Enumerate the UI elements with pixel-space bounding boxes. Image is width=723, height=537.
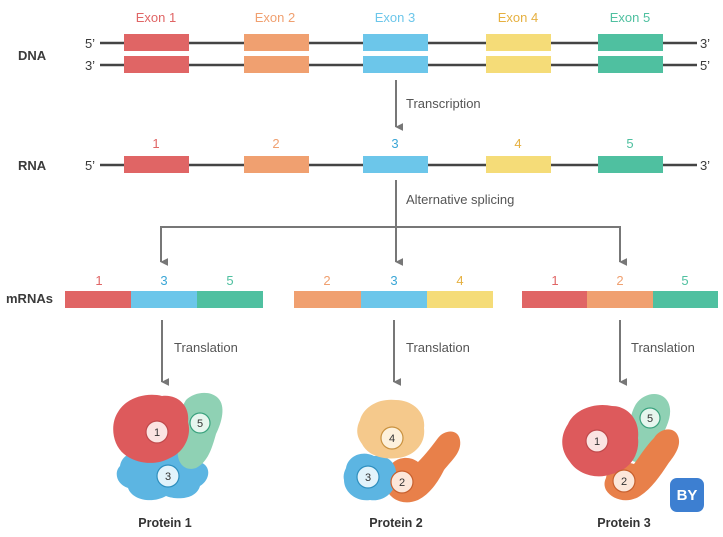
dna-exon-5-label: Exon 5: [610, 10, 650, 25]
mrna-1-exon-3: [131, 291, 197, 308]
translation-arrows: [161, 320, 628, 386]
mrna-3-exon-1: [522, 291, 587, 308]
protein-1-domain-label-1: 1: [154, 427, 160, 439]
translation-label-3: Translation: [631, 340, 695, 355]
splicing-label: Alternative splicing: [406, 192, 514, 207]
mrna-3-exon-label-3: 5: [681, 273, 688, 288]
rna-right-end: 3’: [700, 158, 710, 173]
translation-label-1: Translation: [174, 340, 238, 355]
protein-1-domain-label-2: 5: [197, 418, 203, 430]
dna-top-exon-1: [124, 34, 189, 51]
rna-exon-labels: 1 2 3 4 5: [152, 136, 633, 151]
dna-top-exon-3: [363, 34, 428, 51]
protein-2-domain-marker-1: [380, 426, 404, 450]
dna-bottom-exon-5: [598, 56, 663, 73]
rna-exon-3-label: 3: [391, 136, 398, 151]
rna-left-end: 5’: [85, 158, 95, 173]
dna-exon-labels: Exon 1 Exon 2 Exon 3 Exon 4 Exon 5: [136, 10, 650, 25]
protein-3-domain-label-2: 1: [594, 436, 600, 448]
by-badge: BY: [670, 478, 704, 512]
protein-2-domain-label-2: 3: [365, 472, 371, 484]
transcription-label: Transcription: [406, 96, 481, 111]
protein-2-domain-label-1: 4: [389, 433, 395, 445]
mrna-2-exon-3: [361, 291, 427, 308]
dna-top-left-end: 5’: [85, 36, 95, 51]
protein-1-domain-label-3: 3: [165, 471, 171, 483]
mrna-2-exon-label-1: 2: [323, 273, 330, 288]
protein-3-domain-marker-3: [612, 469, 636, 493]
protein-1-domain-marker-2: [189, 412, 211, 434]
rna-exon-5: [598, 156, 663, 173]
mrna-2-exon-label-2: 3: [390, 273, 397, 288]
protein-1-domain-marker-3: [156, 464, 180, 488]
protein-3-illustration: 5 1 2: [562, 393, 680, 501]
protein-3-domain-label-3: 2: [621, 476, 627, 488]
rna-exon-3: [363, 156, 428, 173]
mrna-2: 2 3 4: [294, 273, 493, 308]
dna-bottom-exon-3: [363, 56, 428, 73]
rna-exon-4-label: 4: [514, 136, 521, 151]
mrna-3-exon-label-1: 1: [551, 273, 558, 288]
dna-top-exon-4: [486, 34, 551, 51]
dna-exon-4-label: Exon 4: [498, 10, 538, 25]
mrna-1-exon-1: [65, 291, 131, 308]
protein-2-illustration: 4 3 2: [343, 399, 461, 503]
rna-exons: [124, 156, 663, 173]
mrna-1-exon-label-3: 5: [226, 273, 233, 288]
protein-3-domain-marker-2: [585, 429, 609, 453]
protein-1-domain-marker-1: [145, 420, 169, 444]
mrna-1: 1 3 5: [65, 273, 263, 308]
dna-exons: [124, 34, 663, 73]
protein-2-domain-marker-2: [356, 465, 380, 489]
rna-exon-4: [486, 156, 551, 173]
dna-bottom-exon-1: [124, 56, 189, 73]
protein-3-label: Protein 3: [597, 516, 651, 530]
protein-1-label: Protein 1: [138, 516, 192, 530]
mrna-3: 1 2 5: [522, 273, 718, 308]
mrna-2-exon-2: [294, 291, 361, 308]
dna-bottom-exon-2: [244, 56, 309, 73]
protein-2-domain-marker-3: [390, 470, 414, 494]
splicing-arrows: [160, 180, 628, 266]
dna-label: DNA: [18, 48, 47, 63]
rna-exon-1-label: 1: [152, 136, 159, 151]
rna-exon-5-label: 5: [626, 136, 633, 151]
mrnas-label: mRNAs: [6, 291, 53, 306]
dna-exon-1-label: Exon 1: [136, 10, 176, 25]
rna-exon-1: [124, 156, 189, 173]
mrna-2-exon-4: [427, 291, 493, 308]
dna-top-exon-5: [598, 34, 663, 51]
mrna-2-exon-label-3: 4: [456, 273, 463, 288]
dna-bottom-right-end: 5’: [700, 58, 710, 73]
mrna-3-exon-label-2: 2: [616, 273, 623, 288]
dna-exon-2-label: Exon 2: [255, 10, 295, 25]
dna-bottom-left-end: 3’: [85, 58, 95, 73]
rna-label: RNA: [18, 158, 47, 173]
mrna-3-exon-5: [653, 291, 718, 308]
translation-label-2: Translation: [406, 340, 470, 355]
dna-bottom-exon-4: [486, 56, 551, 73]
protein-3-domain-label-1: 5: [647, 413, 653, 425]
dna-top-exon-2: [244, 34, 309, 51]
mrna-1-exon-label-1: 1: [95, 273, 102, 288]
mrna-1-exon-label-2: 3: [160, 273, 167, 288]
rna-exon-2: [244, 156, 309, 173]
protein-3-domain-marker-1: [639, 407, 661, 429]
protein-2-label: Protein 2: [369, 516, 423, 530]
mrna-1-exon-5: [197, 291, 263, 308]
mrna-3-exon-2: [587, 291, 653, 308]
protein-2-domain-label-3: 2: [399, 477, 405, 489]
protein-1-illustration: 1 5 3: [113, 392, 223, 501]
dna-top-right-end: 3’: [700, 36, 710, 51]
rna-exon-2-label: 2: [272, 136, 279, 151]
dna-exon-3-label: Exon 3: [375, 10, 415, 25]
